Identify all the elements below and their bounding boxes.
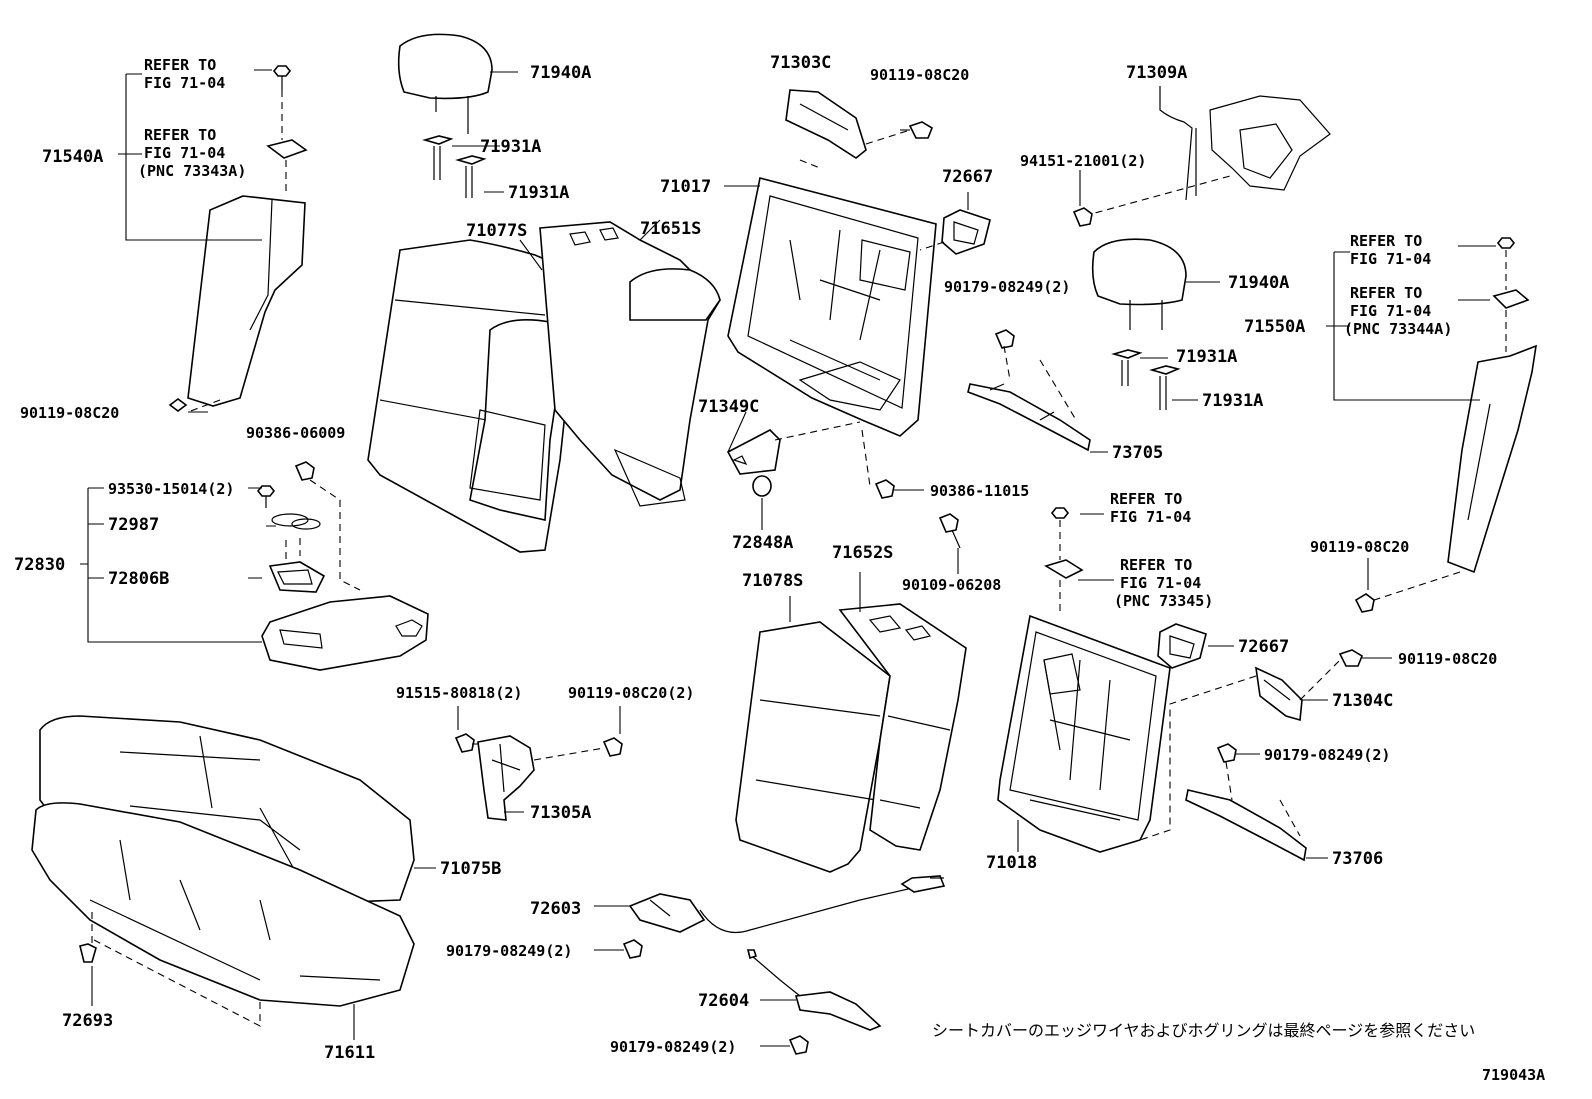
label-90179-08249: 90179-08249(2)	[1264, 746, 1390, 764]
refer-note-line: (PNC 73343A)	[138, 162, 246, 180]
label-90119-08C20: 90119-08C20(2)	[568, 684, 694, 702]
pillar-trim-right	[1354, 237, 1538, 613]
label-90386-11015: 90386-11015	[930, 482, 1029, 500]
refer-note-line: REFER TO	[144, 56, 216, 74]
refer-notes: REFER TO FIG 71-04 REFER TO FIG 71-04 (P…	[138, 56, 1452, 610]
label-71940A: 71940A	[1228, 273, 1289, 293]
label-71931A: 71931A	[1202, 391, 1263, 411]
pad-72667-top	[919, 192, 991, 255]
label-71017: 71017	[660, 177, 711, 197]
refer-note-line: (PNC 73345)	[1114, 592, 1213, 610]
label-90179-08249: 90179-08249(2)	[446, 942, 572, 960]
label-90119-08C20: 90119-08C20	[1310, 538, 1409, 556]
label-71077S: 71077S	[466, 221, 527, 241]
wire-71309A	[1072, 86, 1331, 227]
refer-note-line: REFER TO	[1120, 556, 1192, 574]
label-71303C: 71303C	[770, 53, 831, 73]
label-72830: 72830	[14, 555, 65, 575]
refer-note-line: REFER TO	[1110, 490, 1182, 508]
refer-note-line: REFER TO	[144, 126, 216, 144]
armrest-72830	[248, 461, 429, 671]
cable-assembly	[594, 875, 946, 1055]
refer-note-line: (PNC 73344A)	[1344, 320, 1452, 338]
pad-72667-lower	[1157, 623, 1234, 669]
headrest-top	[397, 33, 518, 198]
label-72604: 72604	[698, 991, 749, 1011]
lock-73705	[967, 329, 1108, 453]
label-72848A: 72848A	[732, 533, 793, 553]
bracket-71303C	[785, 89, 933, 169]
refer-note-line: FIG 71-04	[1350, 302, 1431, 320]
cover-71349C	[726, 411, 861, 530]
label-72603: 72603	[530, 899, 581, 919]
seatback-cover-upper	[367, 221, 722, 553]
refer-note-line: REFER TO	[1350, 284, 1422, 302]
hinge-71305A	[454, 706, 623, 821]
part-labels: 71940A 71931A 71931A 71303C 90119-08C20 …	[14, 53, 1497, 1063]
label-71931A: 71931A	[508, 183, 569, 203]
seatback-frame-lower	[997, 507, 1171, 853]
label-72667: 72667	[942, 167, 993, 187]
label-73705: 73705	[1112, 443, 1163, 463]
label-71075B: 71075B	[440, 859, 501, 879]
figure-id: 719043A	[1482, 1066, 1545, 1084]
label-71931A: 71931A	[480, 137, 541, 157]
seat-cushion	[31, 715, 436, 1040]
refer-note-line: FIG 71-04	[144, 144, 225, 162]
screw-top-left	[266, 65, 308, 196]
label-94151-21001: 94151-21001(2)	[1020, 152, 1146, 170]
label-71018: 71018	[986, 853, 1037, 873]
label-90179-08249: 90179-08249(2)	[610, 1038, 736, 1056]
label-71651S: 71651S	[640, 219, 701, 239]
seatback-cover-lower	[735, 603, 967, 873]
label-71304C: 71304C	[1332, 691, 1393, 711]
label-90119-08C20: 90119-08C20	[1398, 650, 1497, 668]
label-71611: 71611	[324, 1043, 375, 1063]
label-91515-80818: 91515-80818(2)	[396, 684, 522, 702]
label-93530-15014: 93530-15014(2)	[108, 480, 234, 498]
bolt-90386-11015	[861, 429, 961, 574]
label-72667: 72667	[1238, 637, 1289, 657]
label-71309A: 71309A	[1126, 63, 1187, 83]
pillar-trim-left	[168, 195, 306, 413]
seatback-frame-upper	[724, 177, 937, 437]
label-90179-08249: 90179-08249(2)	[944, 278, 1070, 296]
lock-73706	[1185, 743, 1328, 862]
label-71940A: 71940A	[530, 63, 591, 83]
bracket-71304C	[1139, 649, 1392, 841]
cover-wire-note: シートカバーのエッジワイヤおよびホグリングは最終ページを参照ください	[932, 1021, 1475, 1040]
label-71652S: 71652S	[832, 543, 893, 563]
label-90386-06009: 90386-06009	[246, 424, 345, 442]
label-71078S: 71078S	[742, 571, 803, 591]
refer-note-line: FIG 71-04	[144, 74, 225, 92]
label-71349C: 71349C	[698, 397, 759, 417]
headrest-right	[1091, 238, 1220, 410]
refer-note-line: FIG 71-04	[1120, 574, 1201, 592]
label-71540A: 71540A	[42, 147, 103, 167]
label-90109-06208: 90109-06208	[902, 576, 1001, 594]
refer-note-line: FIG 71-04	[1350, 250, 1431, 268]
label-71550A: 71550A	[1244, 317, 1305, 337]
refer-note-line: REFER TO	[1350, 232, 1422, 250]
refer-note-line: FIG 71-04	[1110, 508, 1191, 526]
label-72693: 72693	[62, 1011, 113, 1031]
label-71931A: 71931A	[1176, 347, 1237, 367]
label-72987: 72987	[108, 515, 159, 535]
label-90119-08C20: 90119-08C20	[870, 66, 969, 84]
label-72806B: 72806B	[108, 569, 169, 589]
label-90119-08C20: 90119-08C20	[20, 404, 119, 422]
label-71305A: 71305A	[530, 803, 591, 823]
leader-brackets	[80, 69, 1496, 643]
label-73706: 73706	[1332, 849, 1383, 869]
